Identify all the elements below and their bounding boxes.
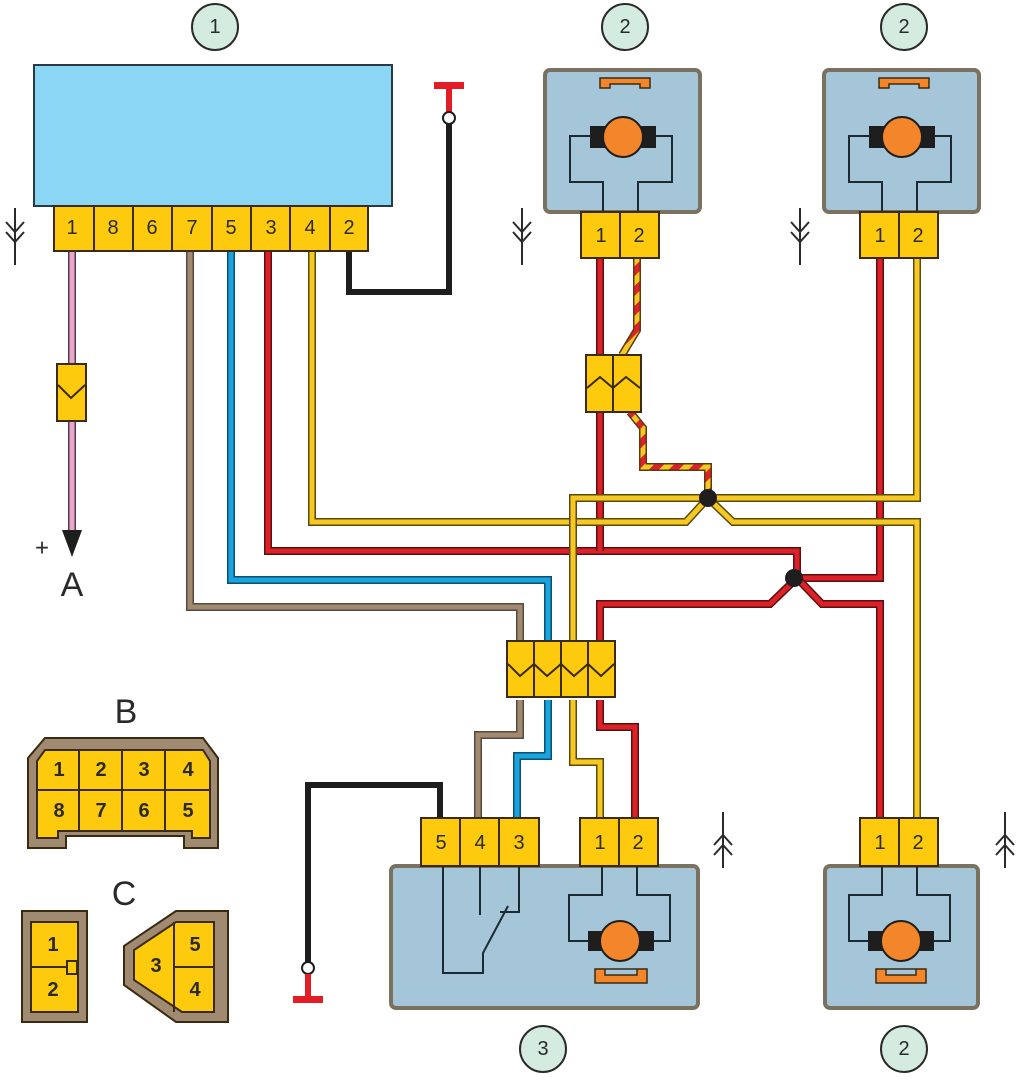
motor-pin: 1 <box>874 225 885 247</box>
unit1-connector: 1 8 6 7 5 3 4 2 <box>53 205 369 252</box>
svg-text:2: 2 <box>898 1038 909 1060</box>
label-A: A <box>61 566 84 604</box>
component-1-control-unit: 1 8 6 7 5 3 4 2 <box>33 64 393 252</box>
plug-symbol-icon <box>995 812 1015 868</box>
callout-2-bottom-right: 2 <box>880 1025 928 1073</box>
svg-text:2: 2 <box>898 16 909 38</box>
brush-holder-icon <box>875 968 927 984</box>
unit3-pin: 3 <box>513 832 524 854</box>
junction-yellow <box>699 489 717 507</box>
plug-symbol-icon <box>713 812 733 868</box>
junction-red <box>785 569 803 587</box>
component-3-motor-with-switch: 5 4 3 1 2 <box>389 817 700 1010</box>
brush-holder-icon <box>599 77 651 89</box>
connector-C-view: C 1 2 3 5 4 <box>21 875 229 1023</box>
unit3-pin: 4 <box>474 832 485 854</box>
unit3-pin: 5 <box>435 832 446 854</box>
wire-red-yellow-striped <box>618 258 712 498</box>
unit1-pin: 3 <box>265 217 276 239</box>
connector-B-pin: 3 <box>138 759 149 781</box>
connector-B-view: B 1 2 3 4 8 7 6 5 <box>27 693 219 849</box>
wire-red-tr <box>797 258 884 582</box>
connector-C-pin: 3 <box>150 955 161 977</box>
unit1-pin: 6 <box>146 217 157 239</box>
ground-top <box>434 82 464 125</box>
callout-3: 3 <box>519 1025 567 1073</box>
socket-symbol-icon <box>512 208 532 265</box>
wire-blue <box>227 252 552 820</box>
connector-B-pin: 4 <box>182 759 194 781</box>
wire-yellow-main <box>308 252 711 526</box>
svg-text:2: 2 <box>619 16 630 38</box>
wire-red-main <box>264 252 801 578</box>
brush-holder-icon <box>594 968 648 984</box>
splice-connector-4 <box>506 640 616 698</box>
component-2-motor-top-left: 1 2 <box>543 68 702 259</box>
motor-icon <box>599 920 641 962</box>
limit-switch-icon <box>442 866 520 974</box>
motor-pin: 2 <box>912 832 923 854</box>
brush-holder-icon <box>878 77 930 89</box>
unit1-pin: 4 <box>304 217 315 239</box>
motor-pin: 2 <box>633 225 644 247</box>
callout-2-top-left: 2 <box>601 3 649 51</box>
connector-C-pin: 4 <box>189 979 201 1001</box>
wire-black-top <box>346 118 452 295</box>
svg-text:1: 1 <box>209 16 220 38</box>
callout-2-top-right: 2 <box>880 3 928 51</box>
arrow-down-icon <box>62 530 82 557</box>
plus-label: + <box>35 535 49 562</box>
motor-pin: 1 <box>595 225 606 247</box>
unit1-pin: 7 <box>186 217 197 239</box>
connector-C-pin: 1 <box>47 934 58 956</box>
inline-connector-pink <box>56 363 87 422</box>
callout-1: 1 <box>191 3 239 51</box>
wire-black-bottom <box>305 782 443 968</box>
wire-yellow-br <box>705 495 921 820</box>
connector-C-pin: 5 <box>189 934 200 956</box>
connector-B-pin: 6 <box>138 800 149 822</box>
wire-red-br <box>794 575 884 820</box>
terminal-A: + A <box>35 530 84 604</box>
connector-C-pin: 2 <box>47 979 58 1001</box>
motor-icon <box>881 116 923 158</box>
component-2-motor-bottom-right: 1 2 <box>823 817 980 1010</box>
socket-symbol-icon <box>790 208 810 265</box>
unit1-pin: 1 <box>66 217 77 239</box>
unit1-pin: 8 <box>107 217 118 239</box>
motor-icon <box>880 920 922 962</box>
component-2-motor-top-right: 1 2 <box>822 68 981 259</box>
ground-bottom <box>293 961 323 1003</box>
connector-B-pin: 7 <box>95 800 106 822</box>
connector-B-pin: 2 <box>95 759 106 781</box>
wire-yellow-tr <box>708 258 921 502</box>
connector-B-pin: 1 <box>53 759 64 781</box>
unit3-pin: 1 <box>594 832 605 854</box>
splice-connector-2 <box>585 354 642 413</box>
socket-symbol-icon <box>5 208 25 265</box>
unit3-pin: 2 <box>632 832 643 854</box>
connector-B-pin: 5 <box>182 800 193 822</box>
label-C: C <box>112 875 137 913</box>
motor-pin: 2 <box>912 225 923 247</box>
label-B: B <box>115 693 138 731</box>
connector-B-pin: 8 <box>53 800 64 822</box>
wire-yellow-unit3 <box>569 494 708 820</box>
motor-icon <box>602 116 644 158</box>
motor-pin: 1 <box>874 832 885 854</box>
wire-red-unit3 <box>596 575 800 820</box>
svg-text:3: 3 <box>537 1038 548 1060</box>
wire-brown <box>186 252 524 820</box>
unit1-pin: 2 <box>343 217 354 239</box>
unit1-pin: 5 <box>225 217 236 239</box>
